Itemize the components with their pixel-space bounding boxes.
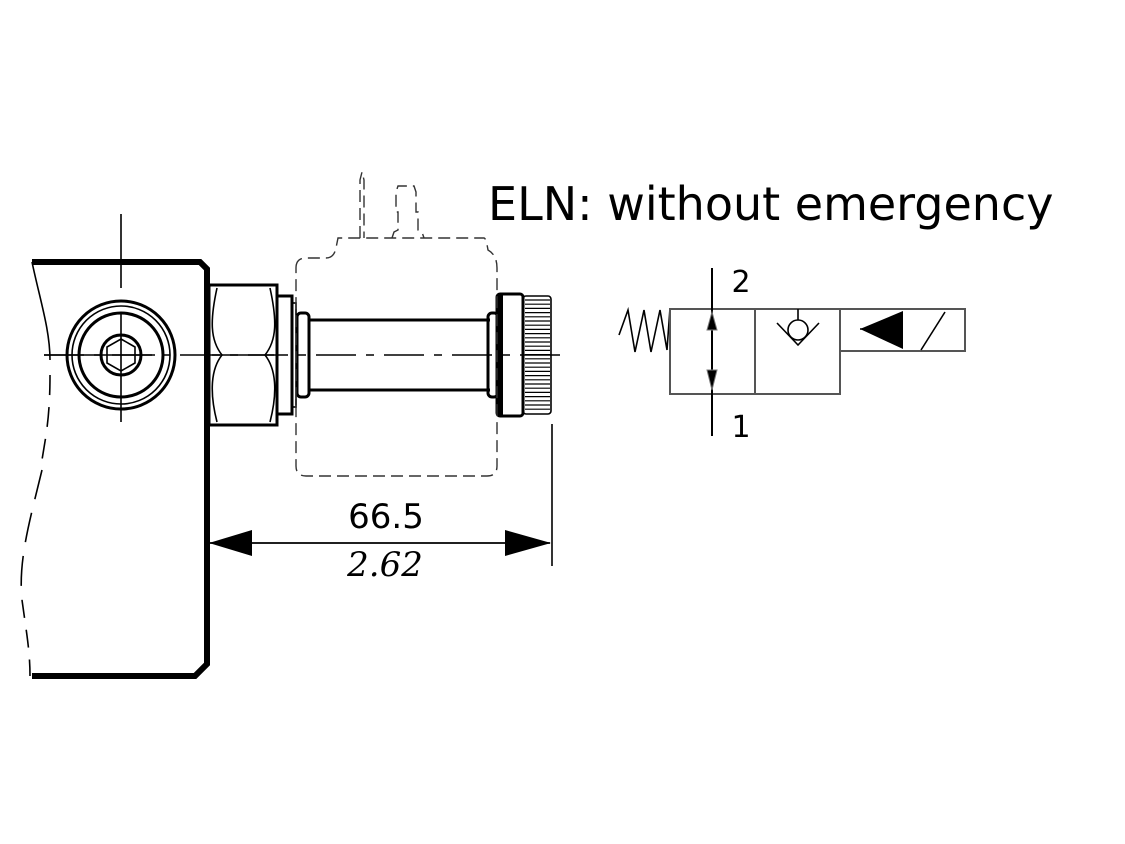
check-seat-icon: [776, 322, 820, 347]
dimension-inch: 2.62: [346, 545, 423, 585]
arrow-right-icon: [505, 530, 551, 556]
break-line-top: [31, 261, 51, 361]
dimension-mm: 66.5: [348, 497, 424, 537]
arrow-left-icon: [209, 530, 252, 556]
valve-body: [20, 259, 210, 679]
valve-schematic-symbol: 2 1: [618, 265, 966, 445]
coil-outline-dashed: [295, 171, 498, 477]
solenoid-arrow-icon: [860, 311, 903, 349]
port-fitting: [44, 214, 177, 422]
check-ball-icon: [787, 319, 809, 341]
dimension-66-5: 66.5 2.62: [209, 424, 553, 585]
spring-icon: [618, 306, 671, 353]
flow-arrow-down-icon: [706, 369, 718, 391]
flow-arrow-up-icon: [706, 310, 718, 331]
drawing-title: ELN: without emergency: [488, 177, 1053, 231]
coil-slash-icon: [920, 311, 946, 351]
port-label-2: 2: [731, 265, 750, 300]
port-label-1: 1: [731, 410, 750, 445]
